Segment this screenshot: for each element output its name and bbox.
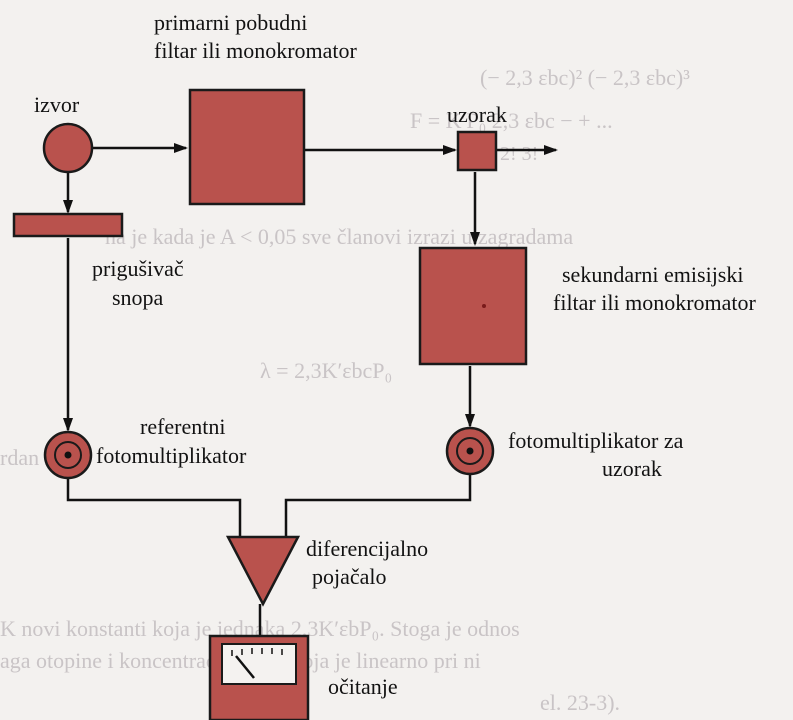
secondary-filter-monochromator xyxy=(418,246,528,366)
component-labels: izvor primarni pobudni filtar ili monokr… xyxy=(34,10,757,699)
differential-amplifier xyxy=(225,535,301,607)
beam-attenuator xyxy=(12,212,124,238)
readout-meter xyxy=(208,634,310,720)
label-primary-filter-line1: primarni pobudni xyxy=(154,10,307,35)
bg-line-4: na je kada je A < 0,05 sve članovi izraz… xyxy=(105,224,573,249)
bg-line-3: 2! 3! xyxy=(500,143,538,165)
source-lamp xyxy=(42,122,94,174)
secondary-filter-mark xyxy=(482,304,486,308)
connection-wires xyxy=(63,143,558,636)
background-bleed-text: (− 2,3 εbc)² (− 2,3 εbc)³ F = K′P₀ 2,3 ε… xyxy=(0,65,690,715)
label-amplifier-line1: diferencijalno xyxy=(306,536,428,561)
label-secondary-filter-line2: filtar ili monokromator xyxy=(553,290,757,315)
label-source: izvor xyxy=(34,92,80,117)
label-amplifier-line2: pojačalo xyxy=(312,564,387,589)
bg-line-1: (− 2,3 εbc)² (− 2,3 εbc)³ xyxy=(480,65,690,90)
sample-photomultiplier xyxy=(445,426,495,476)
bg-line-5: λ = 2,3K′εbcP₀ xyxy=(260,358,392,383)
bg-line-9: el. 23-3). xyxy=(540,690,620,715)
label-attenuator-line2: snopa xyxy=(112,285,164,310)
label-sample-pmt-line2: uzorak xyxy=(602,456,662,481)
label-reference-pmt-line2: fotomultiplikator xyxy=(96,443,247,468)
wire-sample-pmt-to-amplifier xyxy=(284,474,472,536)
wire-reference-pmt-to-amplifier xyxy=(66,478,242,536)
label-readout: očitanje xyxy=(328,674,398,699)
bg-line-2: F = K′P₀ 2,3 εbc − + ... xyxy=(410,108,613,133)
meter-needle xyxy=(235,655,255,679)
meter-scale-ticks xyxy=(231,648,283,656)
label-sample: uzorak xyxy=(447,102,507,127)
label-secondary-filter-line1: sekundarni emisijski xyxy=(562,262,743,287)
reference-photomultiplier xyxy=(43,430,93,480)
components xyxy=(12,88,528,720)
meter-dial xyxy=(221,643,297,685)
label-reference-pmt-line1: referentni xyxy=(140,414,226,439)
label-primary-filter-line2: filtar ili monokromator xyxy=(154,38,358,63)
label-attenuator-line1: prigušivač xyxy=(92,256,184,281)
label-sample-pmt-line1: fotomultiplikator za xyxy=(508,428,684,453)
primary-filter-monochromator xyxy=(188,88,306,206)
sample-cell xyxy=(456,130,498,172)
